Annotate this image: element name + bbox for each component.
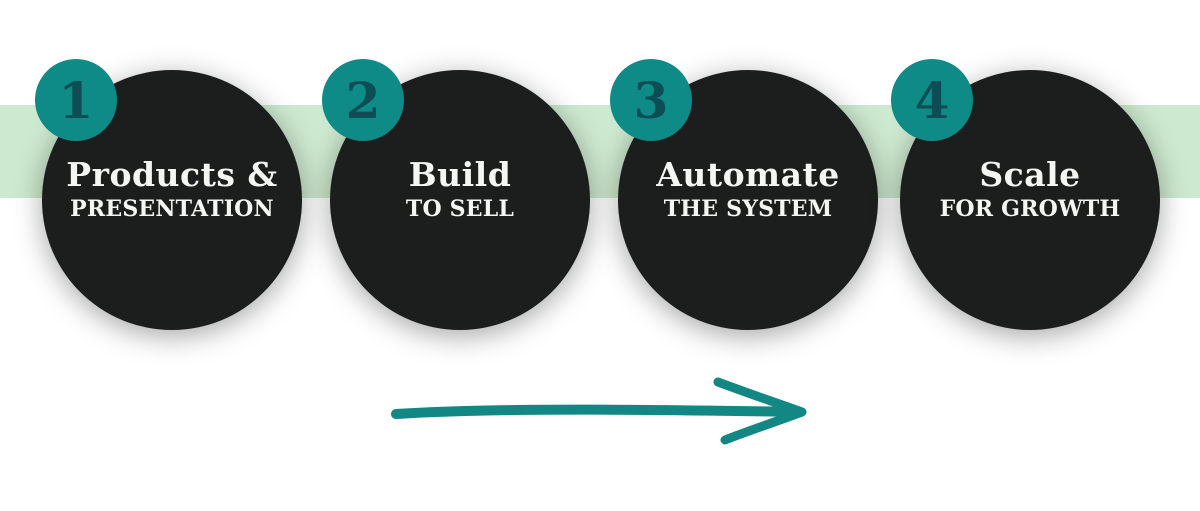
step-4-number-badge: 4 (891, 59, 973, 141)
step-subtitle: TO SELL (405, 196, 515, 222)
step-subtitle: FOR GROWTH (939, 196, 1121, 222)
right-arrow-icon (391, 377, 807, 445)
step-title: Scale (979, 155, 1081, 194)
step-2-number-badge: 2 (322, 59, 404, 141)
step-3-number-badge: 3 (610, 59, 692, 141)
step-title: Products & (66, 155, 278, 194)
step-1-number-badge: 1 (35, 59, 117, 141)
step-title: Build (408, 155, 512, 194)
step-subtitle: THE SYSTEM (663, 196, 833, 222)
step-subtitle: PRESENTATION (70, 196, 274, 222)
step-title: Automate (656, 155, 840, 194)
